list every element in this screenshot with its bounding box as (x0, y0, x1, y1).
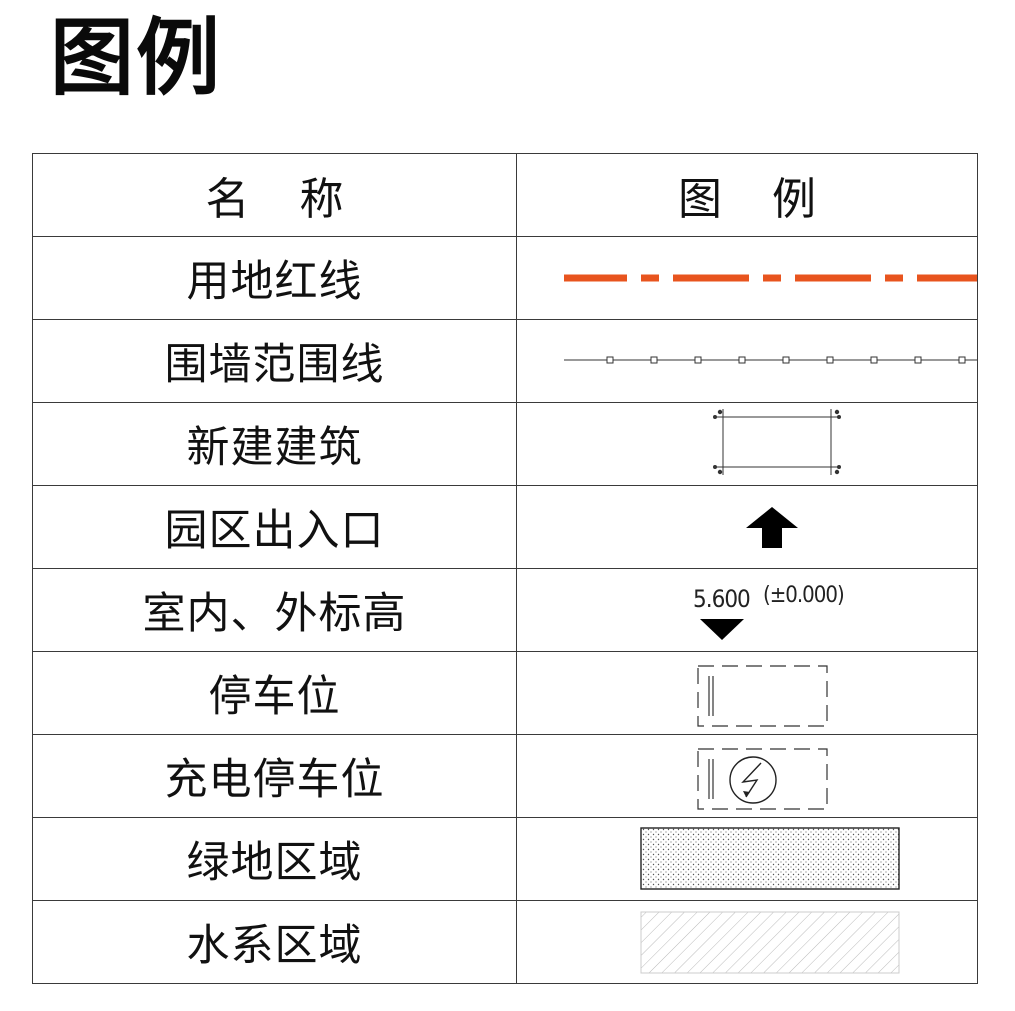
row-name-water-area: 水系区域 (186, 921, 363, 971)
table-row: 绿地区域 (32, 817, 978, 901)
legend-table: 名称 图例 用地红线 围墙范围线 (32, 153, 978, 984)
dash-dot-line-icon (518, 238, 977, 319)
dashed-parking-space-icon (518, 653, 977, 734)
table-row: 用地红线 (32, 236, 978, 320)
row-name-charging-parking: 充电停车位 (164, 755, 385, 805)
up-arrow-icon (518, 487, 977, 568)
header-symbol: 图例 (678, 174, 866, 225)
table-header-row: 名称 图例 (32, 153, 978, 237)
dotted-fill-icon (518, 819, 977, 900)
table-row: 围墙范围线 (32, 319, 978, 403)
header-symbol-cell: 图例 (516, 153, 978, 237)
table-row: 新建建筑 (32, 402, 978, 486)
row-name-new-building: 新建建筑 (186, 423, 363, 473)
table-row: 室内、外标高 5.600 (±0.000) (32, 568, 978, 652)
elevation-value: 5.600 (693, 585, 751, 613)
row-name-entrance: 园区出入口 (164, 506, 385, 556)
elevation-triangle-icon: 5.600 (±0.000) (518, 570, 977, 651)
table-row: 充电停车位 (32, 734, 978, 818)
elevation-reference: (±0.000) (763, 583, 845, 608)
table-row: 水系区域 (32, 900, 978, 984)
header-name-cell: 名称 (32, 153, 517, 237)
header-name: 名称 (205, 174, 394, 225)
charging-parking-space-icon (518, 736, 977, 817)
table-row: 停车位 (32, 651, 978, 735)
row-name-green-area: 绿地区域 (186, 838, 363, 888)
row-name-elevation: 室内、外标高 (142, 589, 407, 639)
table-row: 园区出入口 (32, 485, 978, 569)
hatched-fill-icon (518, 902, 977, 983)
page-title: 图例 (50, 9, 223, 107)
building-outline-icon (518, 404, 977, 485)
row-name-wall-line: 围墙范围线 (164, 340, 385, 390)
row-name-red-line: 用地红线 (186, 257, 363, 307)
square-marker-line-icon (518, 321, 977, 402)
row-name-parking: 停车位 (208, 672, 341, 722)
